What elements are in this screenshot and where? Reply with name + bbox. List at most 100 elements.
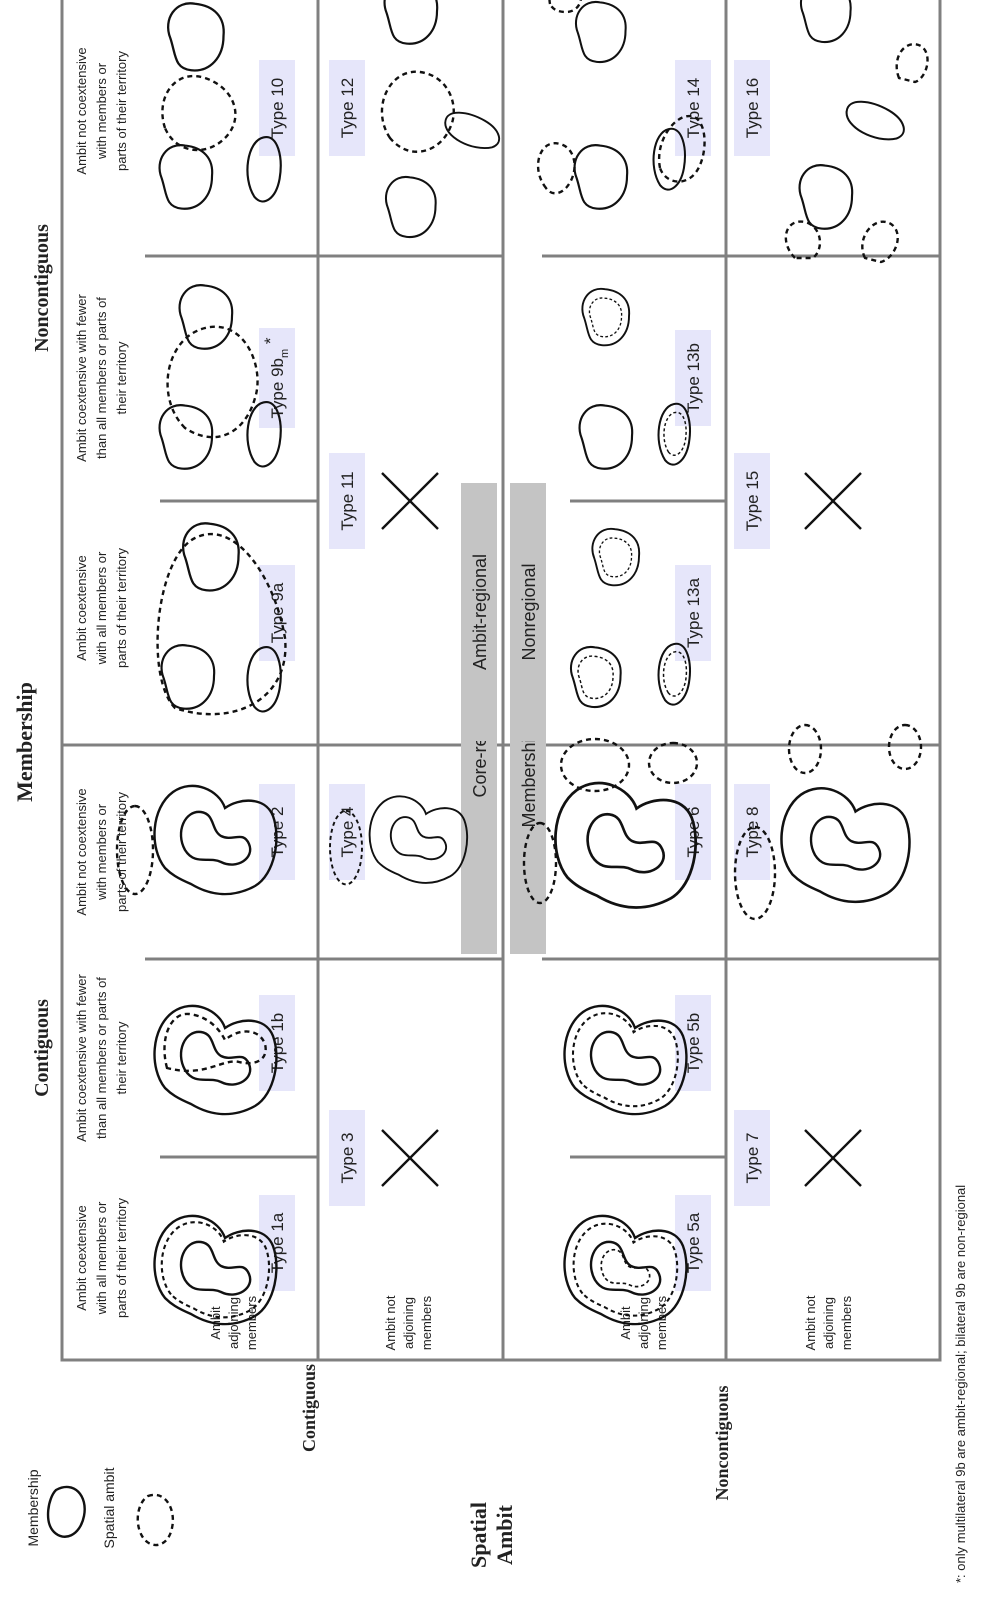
type-tag-label: Type 3 [338,1132,357,1183]
ambit-shape [549,0,580,12]
shape-type-2 [117,786,276,894]
legend-membership-text: Membership [25,1469,41,1546]
type-tag-label: Type 14 [684,78,703,139]
type-tag-11: Type 11 [329,453,365,549]
ambit-shape [168,327,258,437]
shape-type-5b [565,1006,687,1114]
sub-header-9b: Ambit coextensive with fewerthan all mem… [74,294,129,462]
column-header-contiguous: Contiguous [31,999,53,1097]
row-label-not-adjoining-bottom: Ambit notadjoiningmembers [803,1295,854,1350]
row-header-noncontiguous: Noncontiguous [712,1385,732,1500]
membership-shape [588,814,664,872]
type-tag-label: Type 8 [743,806,762,857]
shape-type-13b [580,289,690,469]
shape-type-11-x [382,473,438,529]
membership-shape [160,145,213,209]
row-axis-title: SpatialAmbit [466,1502,517,1568]
membership-shape [580,405,633,469]
type-tag-13b: Type 13b [675,330,711,426]
ambit-shape [382,72,454,152]
grid-lines [62,0,940,1360]
membership-shape [565,1006,687,1114]
type-tag-12: Type 12 [329,60,365,156]
legend-label-ambit: Spatial ambit [101,1467,117,1548]
membership-shape [781,788,909,902]
ambit-shape [589,298,621,337]
type-tag-label: Type 12 [338,78,357,139]
title-group: Membership [12,682,37,802]
membership-shape [160,405,213,469]
type-tag-10: Type 10 [259,60,295,156]
ambit-shape [164,1014,265,1071]
membership-shape [800,165,853,229]
type-tag-label: Type 4 [338,806,357,857]
sub-header-1a: Ambit coextensivewith all members orpart… [74,1198,129,1318]
type-tag-16: Type 16 [734,60,770,156]
shape-type-12 [382,0,504,237]
membership-shape [575,145,628,209]
type-tag-label: Type 1b [268,1013,287,1074]
ambit-legend-icon [138,1495,173,1545]
page-title: Membership [12,682,37,802]
membership-shape [181,1032,250,1085]
rotated-figure: Core-regional Membership-regional Ambit-… [31,0,968,1583]
membership-shape [181,812,250,865]
type-tag-label: Type 13b [684,343,703,413]
shape-type-16 [786,0,928,262]
type-tag-1b: Type 1b [259,995,295,1091]
type-tag-label: Type 15 [743,471,762,532]
membership-legend-icon [48,1487,85,1537]
membership-shape [841,96,909,146]
legend: Membership Spatial ambit [25,1467,173,1548]
type-tag-label: Type 16 [743,78,762,139]
shape-type-7-x [805,1130,861,1186]
type-tag-13a: Type 13a [675,565,711,661]
membership-shape [180,285,233,349]
membership-shape [155,786,277,894]
legend-ambit-swatch [138,1495,173,1545]
membership-shape [591,1032,660,1085]
membership-shape [811,817,880,870]
membership-shape [370,796,468,883]
shape-type-15-x [805,473,861,529]
legend-ambit-text: Spatial ambit [101,1467,117,1548]
membership-shape [555,783,695,907]
type-tag-label: Type 11 [338,471,357,530]
region-label-ambit: Ambit-regional [470,554,490,670]
type-tag-label: Type 6 [684,806,703,857]
membership-shape [386,177,436,237]
type-tag-5b: Type 5b [675,995,711,1091]
ambit-shape [599,538,631,577]
type-tag-label: Type 10 [268,78,287,139]
row-header-contiguous: Contiguous [299,1364,319,1452]
legend-membership-swatch [48,1487,85,1537]
footnote: *: only multilateral 9b are ambit-region… [953,1185,968,1583]
type-tag-label: Type 7 [743,1132,762,1183]
row-axis-title-group: SpatialAmbit [466,1502,517,1568]
type-tag-15: Type 15 [734,453,770,549]
membership-shape [801,0,851,42]
type-tag-label: Type 13a [684,577,703,647]
membership-shape [385,0,438,44]
ambit-shape [889,725,921,769]
type-tag-14: Type 14 [675,60,711,156]
shape-type-6 [524,739,697,907]
column-header-noncontiguous: Noncontiguous [31,224,53,352]
ambit-shape [789,725,821,773]
membership-shape [181,1242,250,1295]
membership-shape [168,3,224,70]
membership-shape [576,2,626,62]
ambit-shape [649,743,697,783]
shape-type-3-x [382,1130,438,1186]
shape-type-13a [571,529,690,707]
type-tag-7: Type 7 [734,1110,770,1206]
ambit-shape [573,1013,678,1106]
type-tag-3: Type 3 [329,1110,365,1206]
ambit-shape [162,76,235,150]
